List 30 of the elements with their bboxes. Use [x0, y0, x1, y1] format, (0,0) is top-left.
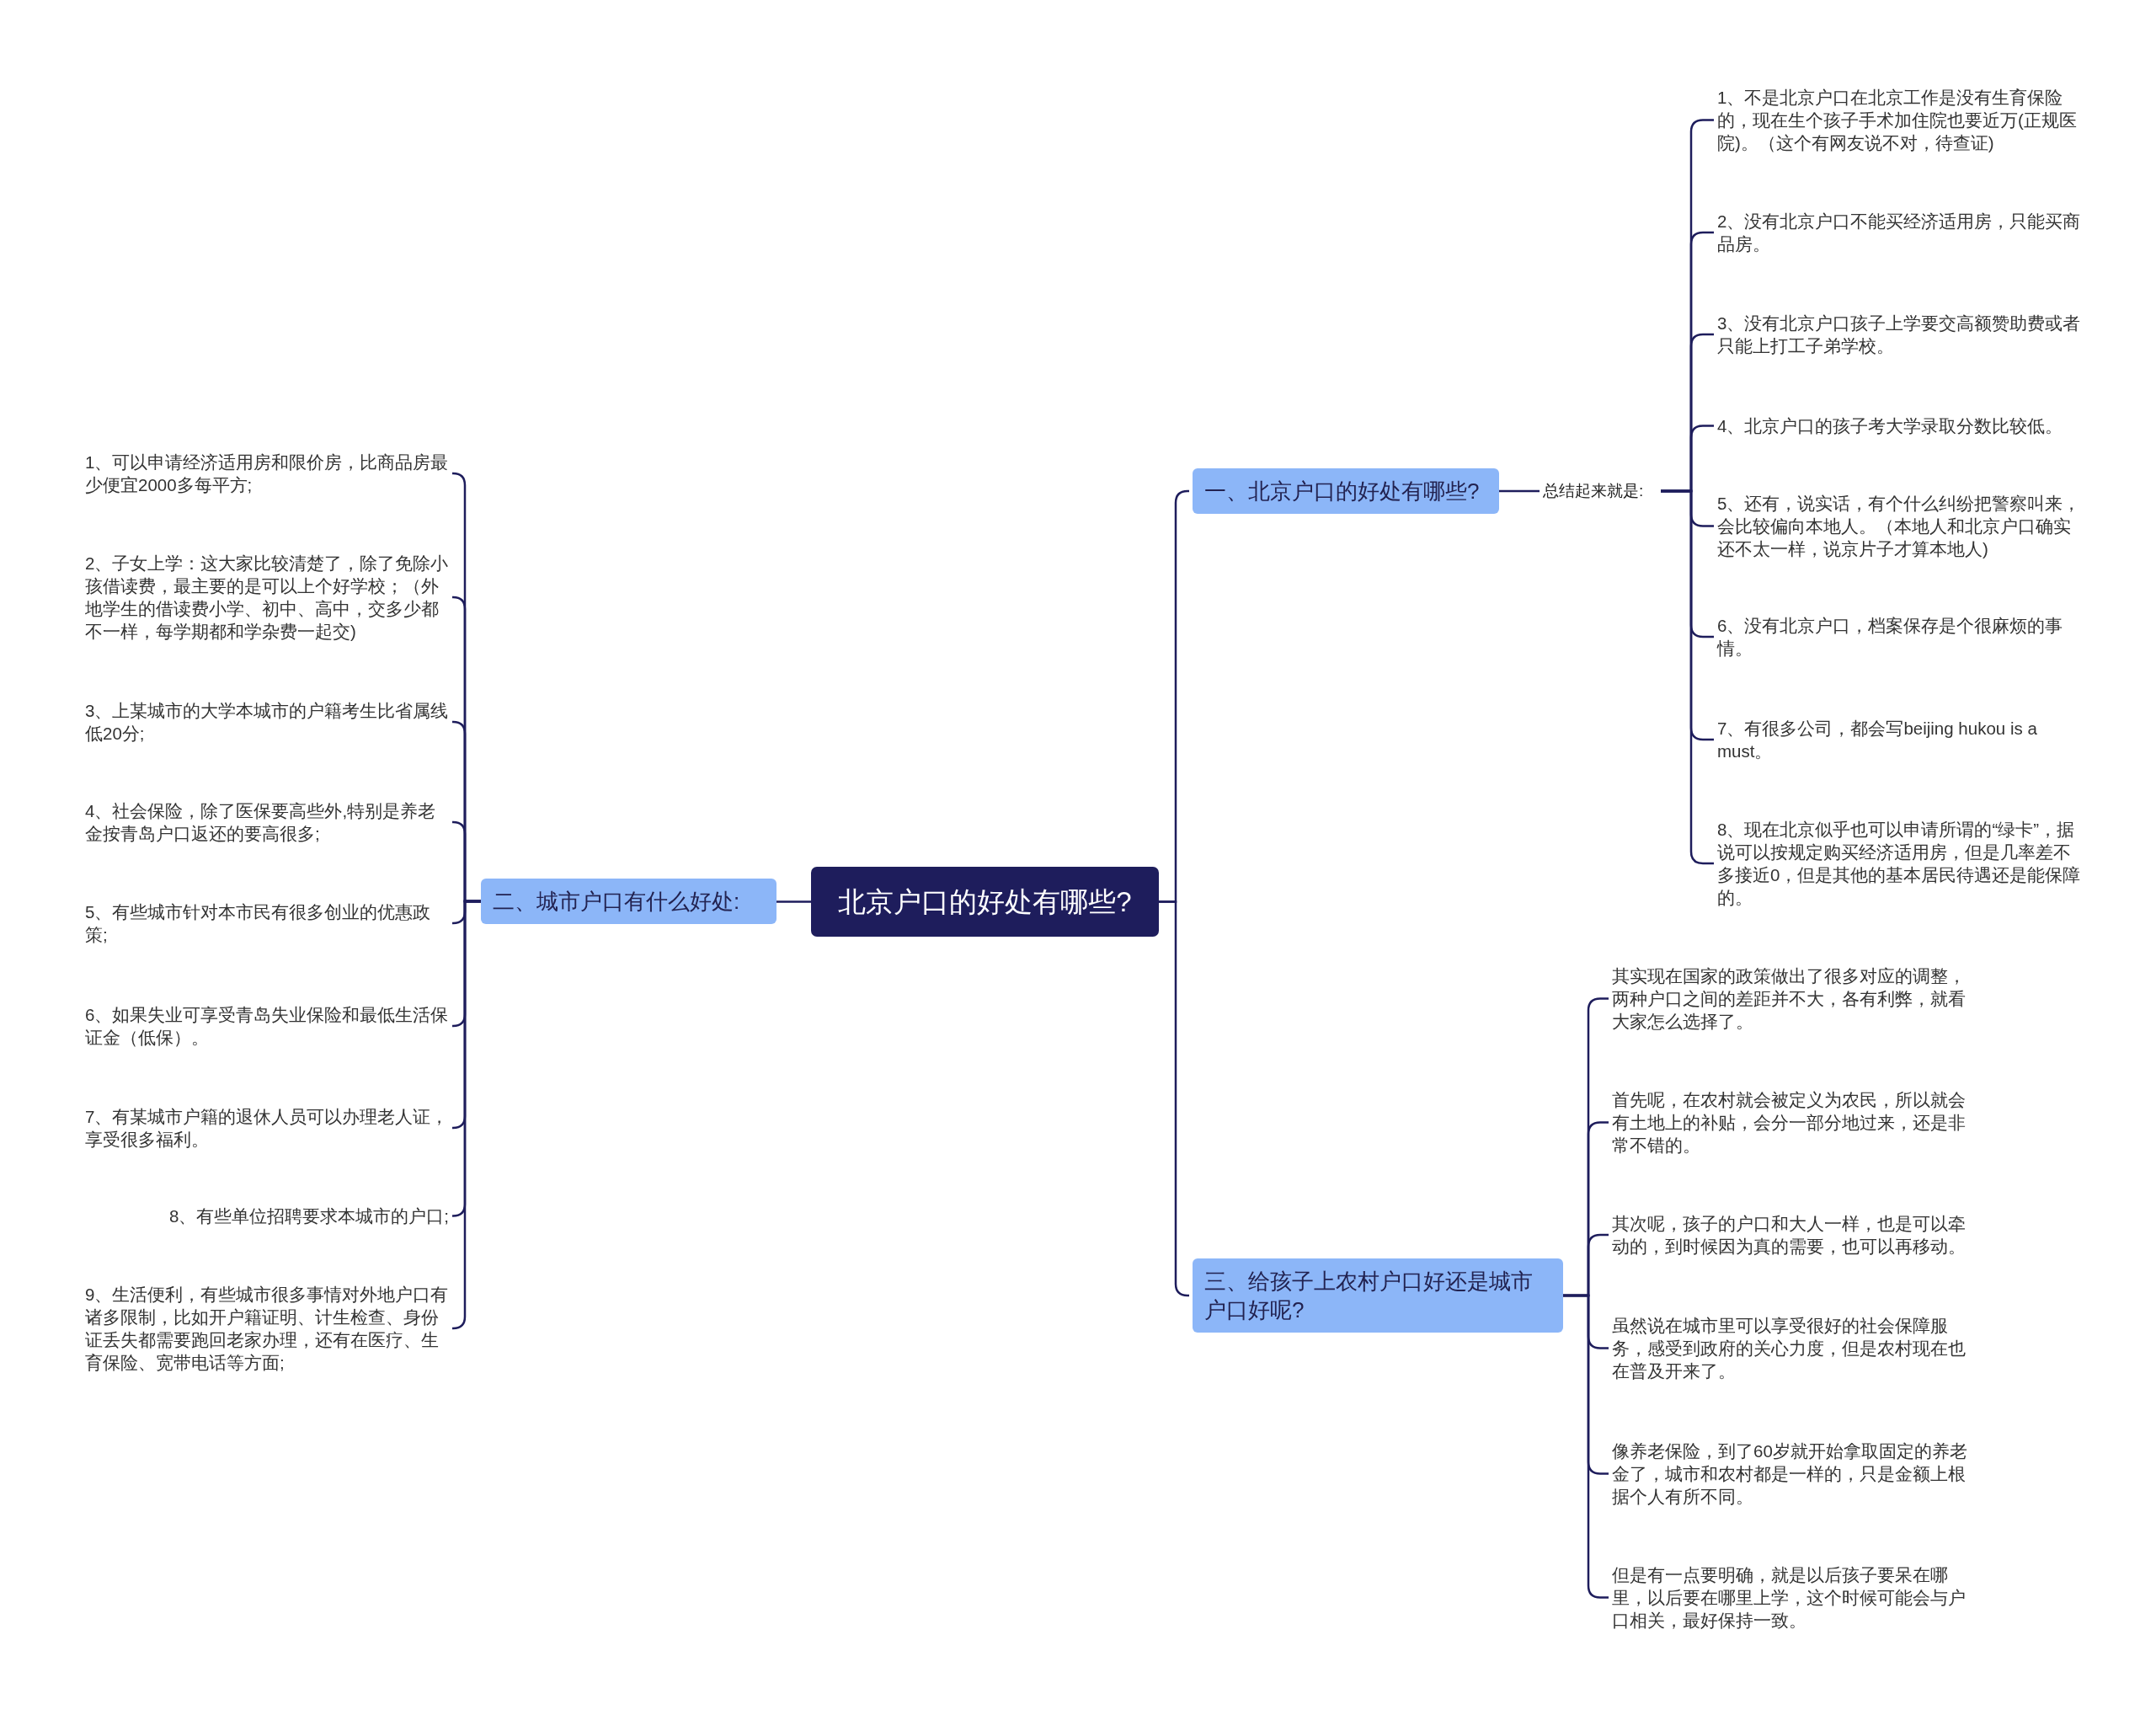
summary-text: 总结起来就是: — [1543, 480, 1661, 502]
note-text: 其实现在国家的政策做出了很多对应的调整，两种户口之间的差距并不大，各有利弊，就看大家怎么选择了。 — [1612, 964, 1974, 1033]
note-text: 4、北京户口的孩子考大学录取分数比较低。 — [1717, 414, 2088, 437]
note-text: 其次呢，孩子的户口和大人一样，也是可以牵动的，到时候因为真的需要，也可以再移动。 — [1612, 1212, 1974, 1258]
note-text: 5、有些城市针对本市民有很多创业的优惠政策; — [85, 900, 449, 946]
note-text: 7、有很多公司，都会写beijing hukou is a must。 — [1717, 717, 2088, 762]
note-text: 5、还有，说实话，有个什么纠纷把警察叫来，会比较偏向本地人。（本地人和北京户口确实还不太一样，说京片子才算本地人) — [1717, 492, 2088, 560]
topic-box: 二、城市户口有什么好处: — [481, 879, 776, 924]
connector-line — [776, 900, 811, 903]
note-text: 6、没有北京户口，档案保存是个很麻烦的事情。 — [1717, 614, 2088, 660]
note-text: 3、没有北京户口孩子上学要交高额赞助费或者只能上打工子弟学校。 — [1717, 312, 2088, 357]
note-text: 2、没有北京户口不能买经济适用房，只能买商品房。 — [1717, 210, 2088, 255]
note-text: 首先呢，在农村就会被定义为农民，所以就会有土地上的补贴，会分一部分地过来，还是非常不错的。 — [1612, 1088, 1974, 1157]
note-text: 3、上某城市的大学本城市的户籍考生比省属线低20分; — [85, 699, 449, 745]
note-text: 7、有某城市户籍的退休人员可以办理老人证，享受很多福利。 — [85, 1105, 449, 1151]
note-text: 8、现在北京似乎也可以申请所谓的“绿卡”，据说可以按规定购买经济适用房，但是几率差不多接近0，但是其他的基本居民待遇还是能保障的。 — [1717, 818, 2088, 909]
central-topic-box: 北京户口的好处有哪些? — [811, 867, 1159, 937]
note-text: 9、生活便利，有些城市很多事情对外地户口有诸多限制，比如开户籍证明、计生检查、身份证丢失都需要跑回老家办理，还有在医疗、生育保险、宽带电话等方面; — [85, 1283, 449, 1374]
note-text: 1、可以申请经济适用房和限价房，比商品房最少便宜2000多每平方; — [85, 451, 449, 496]
topic-box: 一、北京户口的好处有哪些? — [1193, 468, 1499, 514]
note-text: 8、有些单位招聘要求本城市的户口; — [85, 1205, 449, 1227]
note-text: 但是有一点要明确，就是以后孩子要呆在哪里，以后要在哪里上学，这个时候可能会与户口相关，最好保持一致。 — [1612, 1563, 1974, 1632]
topic-box: 三、给孩子上农村户口好还是城市户口好呢? — [1193, 1258, 1563, 1333]
connector-line — [1499, 489, 1540, 493]
note-text: 像养老保险，到了60岁就开始拿取固定的养老金了，城市和农村都是一样的，只是金额上根据个人有所不同。 — [1612, 1440, 1974, 1508]
note-text: 2、子女上学：这大家比较清楚了，除了免除小孩借读费，最主要的是可以上个好学校；（外地学生的借读费小学、初中、高中，交多少都不一样，每学期都和学杂费一起交) — [85, 552, 449, 643]
note-text: 6、如果失业可享受青岛失业保险和最低生活保证金（低保）。 — [85, 1003, 449, 1049]
note-text: 虽然说在城市里可以享受很好的社会保障服务，感受到政府的关心力度，但是农村现在也在普及开来了。 — [1612, 1314, 1974, 1382]
note-text: 1、不是北京户口在北京工作是没有生育保险的，现在生个孩子手术加住院也要近万(正规医院)。（这个有网友说不对，待查证) — [1717, 86, 2088, 154]
note-text: 4、社会保险，除了医保要高些外,特别是养老金按青岛户口返还的要高很多; — [85, 799, 449, 845]
